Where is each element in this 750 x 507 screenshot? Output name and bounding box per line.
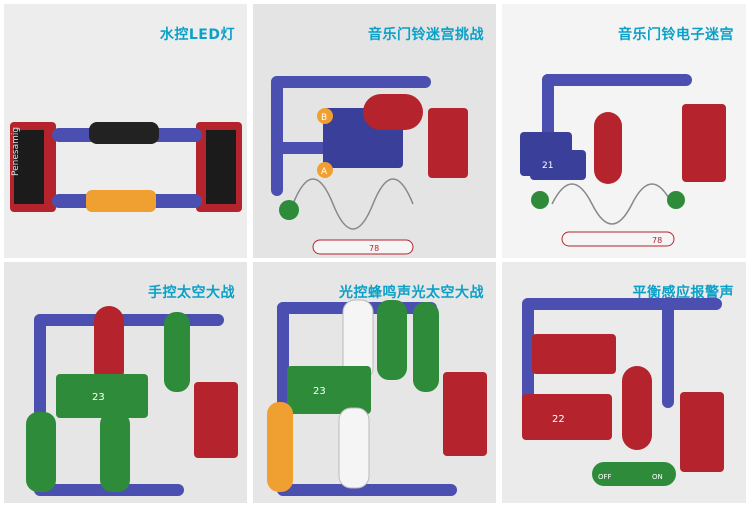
part-number: 78 [369, 244, 379, 253]
project-title: 水控LED灯 [159, 27, 235, 43]
circuit-photo: Penesamig [10, 122, 242, 212]
project-tile-music-doorbell-electronic-maze[interactable]: 音乐门铃电子迷宫 21 78 [502, 4, 746, 258]
switch-off-label: OFF [598, 473, 612, 481]
project-title: 音乐门铃迷宫挑战 [368, 27, 484, 43]
marker-a: A [321, 167, 328, 177]
project-tile-light-buzzer-space-battle[interactable]: 光控蜂鸣声光太空大战 23 [253, 262, 496, 503]
circuit-photo: 23 [26, 306, 238, 496]
marker-b: B [321, 113, 327, 123]
circuit-photo: 23 [267, 299, 487, 496]
project-title: 平衡感应报警声 [632, 285, 734, 301]
circuit-photo: B A 78 [271, 76, 468, 255]
part-number: 78 [652, 236, 662, 245]
project-tile-water-led[interactable]: 水控LED灯 Penesamig [4, 4, 247, 258]
project-title: 手控太空大战 [148, 285, 235, 301]
part-number: 21 [542, 161, 553, 171]
project-tile-balance-sensor-alarm[interactable]: 平衡感应报警声 22 OFF ON [502, 262, 746, 503]
project-tile-music-doorbell-maze-challenge[interactable]: 音乐门铃迷宫挑战 B A 78 [253, 4, 496, 258]
switch-on-label: ON [652, 473, 663, 481]
part-number: 23 [313, 386, 326, 397]
project-title: 光控蜂鸣声光太空大战 [339, 285, 484, 301]
circuit-photo: 22 OFF ON [522, 298, 724, 486]
part-number: 22 [552, 414, 565, 425]
circuit-photo: 21 78 [520, 74, 726, 247]
battery-label: Penesamig [11, 127, 21, 176]
part-number: 23 [92, 392, 105, 403]
project-tile-hand-control-space-battle[interactable]: 手控太空大战 23 [4, 262, 247, 503]
project-title: 音乐门铃电子迷宫 [618, 27, 734, 43]
